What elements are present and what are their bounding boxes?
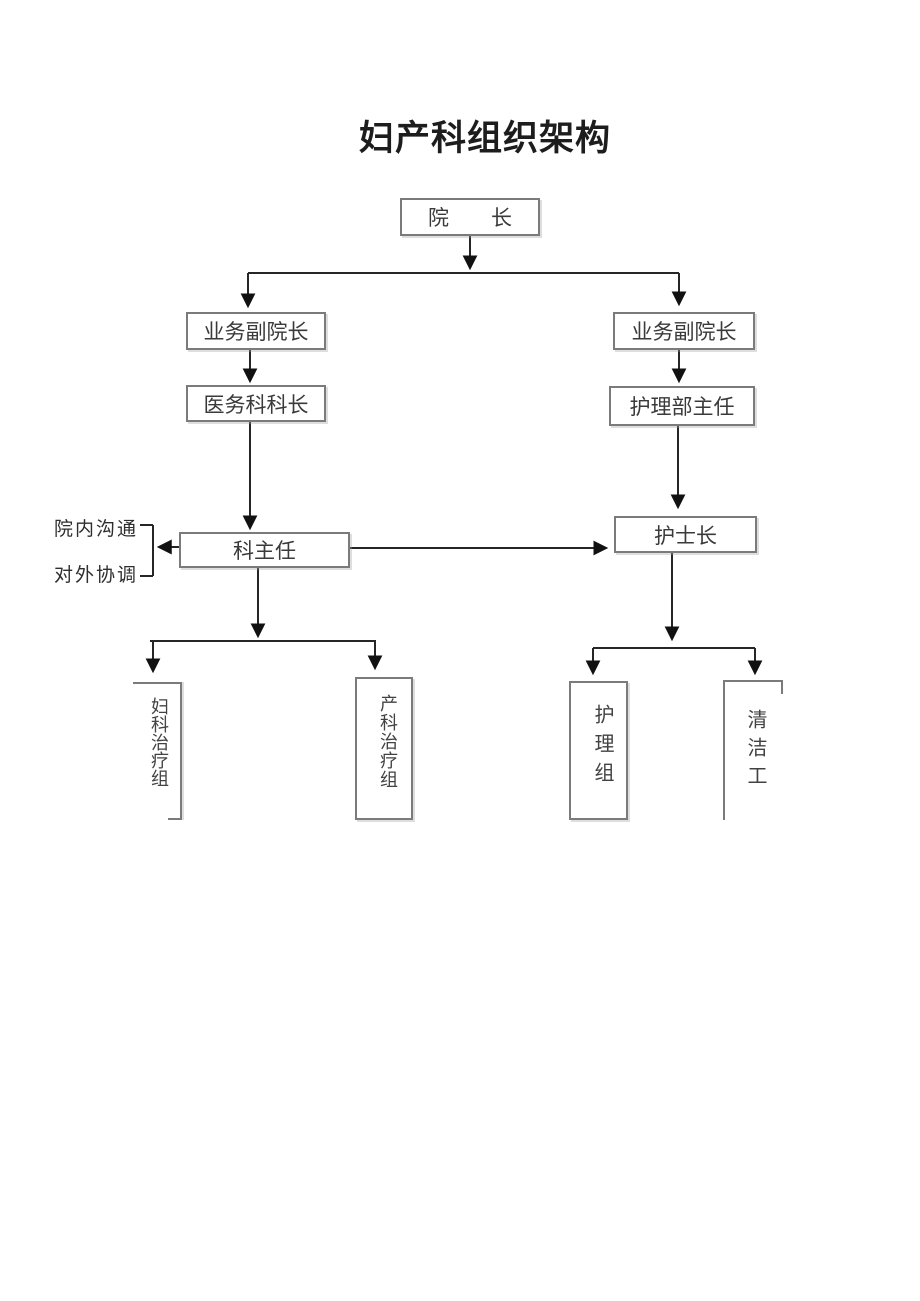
label-internal-communication: 院内沟通 bbox=[54, 519, 139, 540]
node-gynecology-treatment-group: 妇科治疗组 bbox=[133, 682, 182, 820]
node-department-director: 科主任 bbox=[179, 532, 350, 568]
node-nursing-dept-director: 护理部主任 bbox=[609, 386, 755, 426]
node-obstetrics-treatment-group: 产科治疗组 bbox=[355, 677, 413, 820]
node-medical-section-chief: 医务科科长 bbox=[186, 385, 326, 422]
page-title: 妇产科组织架构 bbox=[358, 119, 611, 158]
node-cleaner: 清洁工 bbox=[723, 680, 783, 820]
node-head-nurse: 护士长 bbox=[614, 516, 757, 553]
cleaner-box-border-stub bbox=[781, 680, 783, 694]
node-hospital-president: 院 长 bbox=[400, 198, 540, 236]
node-vice-president-left: 业务副院长 bbox=[186, 312, 326, 350]
gyn-box-border-stub bbox=[168, 818, 182, 820]
label-external-coordination: 对外协调 bbox=[54, 565, 139, 586]
node-vice-president-right: 业务副院长 bbox=[613, 312, 755, 350]
node-nursing-group: 护理组 bbox=[569, 681, 628, 820]
